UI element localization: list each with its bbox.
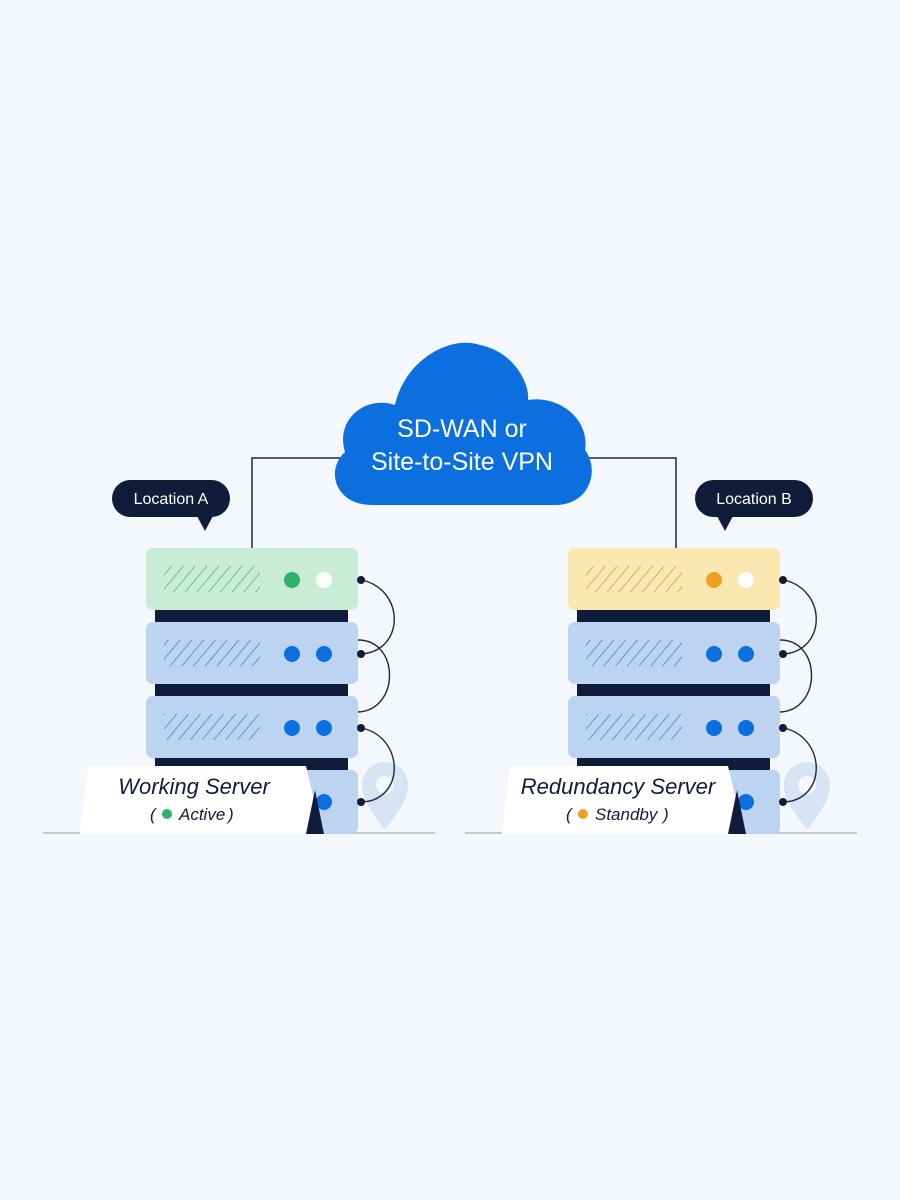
cloud-label-line2: Site-to-Site VPN (371, 448, 553, 476)
server-unit (568, 696, 780, 758)
server-unit-active (146, 548, 358, 610)
status-label: Standby (595, 805, 659, 824)
link-line-b (585, 457, 677, 548)
cloud-label-line1: SD-WAN or (397, 415, 527, 443)
map-pin-icon (362, 762, 408, 830)
status-led-icon (706, 572, 722, 588)
status-paren: ) (661, 805, 669, 824)
led-icon (738, 572, 754, 588)
server-unit (146, 696, 358, 758)
server-label-card: Working Server ( Active ) (80, 766, 324, 834)
server-unit (568, 622, 780, 684)
location-label: Location B (716, 491, 792, 508)
server-name: Working Server (118, 774, 271, 799)
status-paren: ) (226, 805, 234, 824)
server-label-card: Redundancy Server ( Standby ) (502, 766, 746, 834)
location-label: Location A (134, 491, 209, 508)
server-name: Redundancy Server (521, 774, 717, 799)
cable-icon (357, 579, 395, 803)
status-text: ( (566, 805, 574, 824)
cloud-icon: SD-WAN or Site-to-Site VPN (334, 342, 592, 505)
site-b: Location B (502, 480, 830, 834)
status-dot-icon (162, 809, 172, 819)
location-bubble: Location A (112, 480, 230, 531)
map-pin-icon (784, 762, 830, 830)
status-text: ( (150, 805, 158, 824)
led-icon (316, 572, 332, 588)
location-bubble: Location B (695, 480, 813, 531)
status-led-icon (284, 572, 300, 588)
server-unit (146, 622, 358, 684)
status-label: Active (178, 805, 225, 824)
status-dot-icon (578, 809, 588, 819)
cable-icon (779, 579, 817, 803)
site-a: Location A (80, 480, 408, 834)
server-unit-standby (568, 548, 780, 610)
link-line-a (251, 457, 340, 548)
